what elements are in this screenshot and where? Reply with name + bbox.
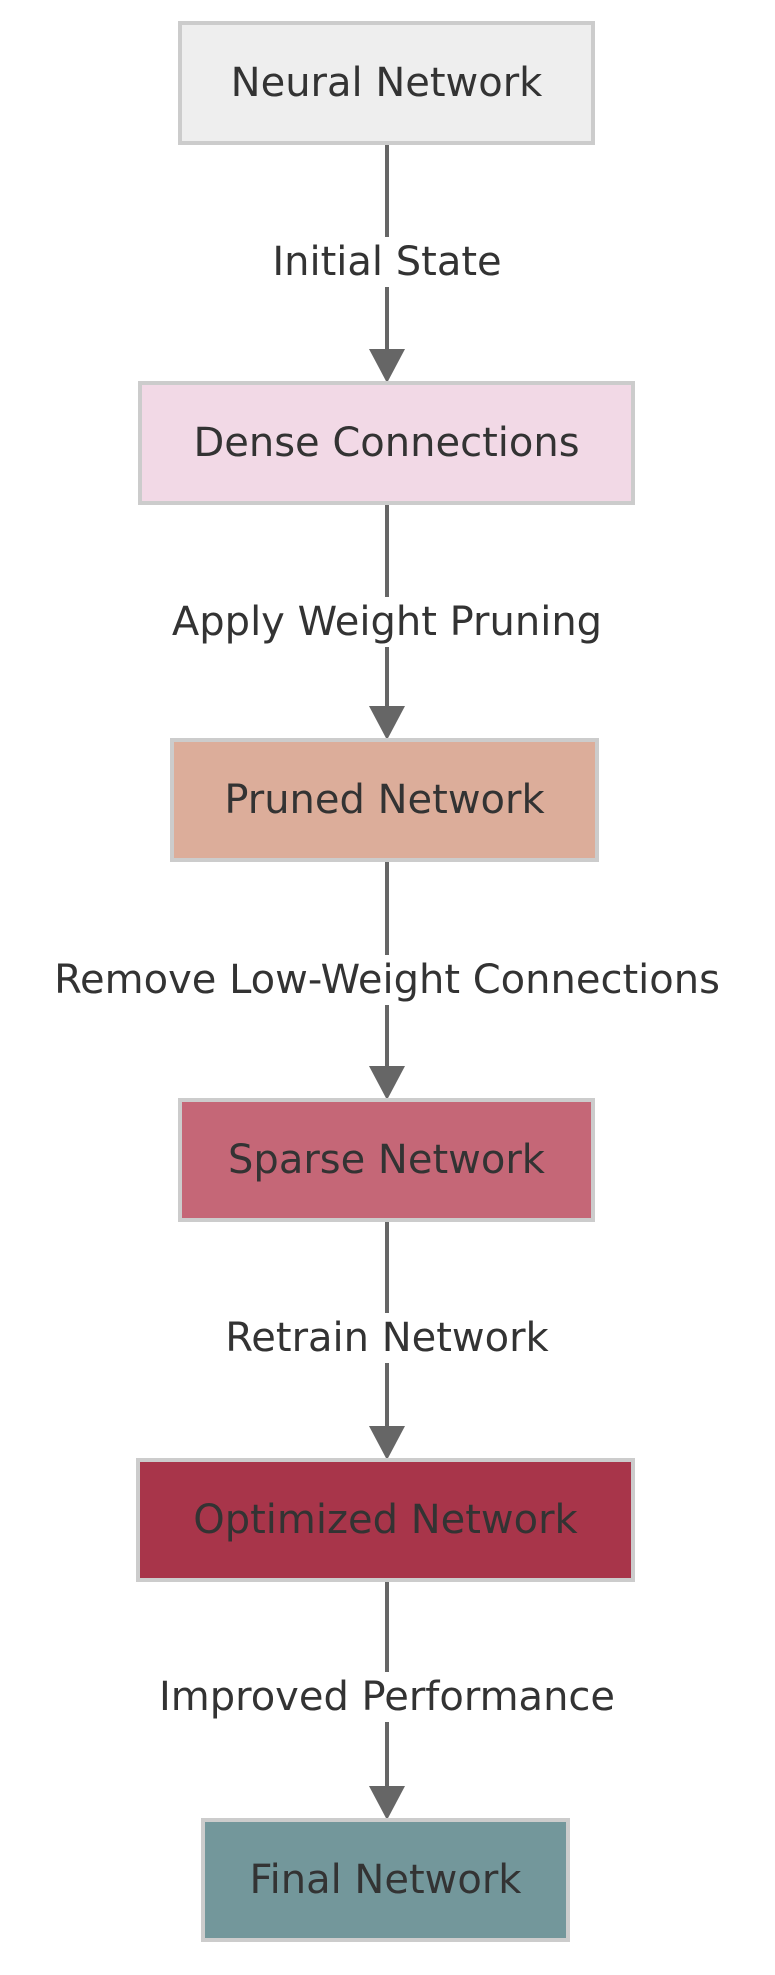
node-dense-connections: Dense Connections	[138, 381, 635, 505]
edge-label: Retrain Network	[225, 1315, 549, 1361]
edge-improved-performance: Improved Performance	[154, 1580, 620, 1820]
arrow-head-icon	[369, 1066, 405, 1100]
node-label: Sparse Network	[228, 1137, 546, 1183]
edge-label-background	[268, 237, 506, 287]
node-box	[178, 21, 595, 145]
edge-label-background	[167, 597, 607, 647]
node-label: Final Network	[250, 1857, 523, 1903]
edge-remove-low-weight-connections: Remove Low-Weight Connections	[50, 860, 724, 1100]
node-box	[136, 1458, 635, 1582]
edge-label-background	[50, 955, 724, 1005]
node-box	[201, 1818, 570, 1942]
node-box	[170, 738, 599, 862]
node-sparse-network: Sparse Network	[178, 1098, 595, 1222]
edge-label: Initial State	[272, 239, 501, 285]
node-final-network: Final Network	[201, 1818, 570, 1942]
arrow-head-icon	[369, 1426, 405, 1460]
edge-apply-weight-pruning: Apply Weight Pruning	[167, 503, 607, 740]
node-label: Dense Connections	[193, 420, 579, 466]
node-label: Neural Network	[231, 60, 544, 106]
arrow-head-icon	[369, 349, 405, 383]
node-pruned-network: Pruned Network	[170, 738, 599, 862]
edge-label: Improved Performance	[159, 1674, 615, 1720]
edge-label: Apply Weight Pruning	[172, 599, 602, 645]
node-optimized-network: Optimized Network	[136, 1458, 635, 1582]
edge-label: Remove Low-Weight Connections	[54, 957, 720, 1003]
node-box	[138, 381, 635, 505]
node-label: Pruned Network	[224, 777, 545, 823]
edge-retrain-network: Retrain Network	[221, 1220, 554, 1460]
edge-label-background	[154, 1672, 620, 1722]
node-neural-network: Neural Network	[178, 21, 595, 145]
edge-label-background	[221, 1313, 554, 1363]
node-box	[178, 1098, 595, 1222]
arrow-head-icon	[369, 1786, 405, 1820]
node-label: Optimized Network	[193, 1497, 578, 1543]
arrow-head-icon	[369, 706, 405, 740]
edge-initial-state: Initial State	[268, 143, 506, 383]
